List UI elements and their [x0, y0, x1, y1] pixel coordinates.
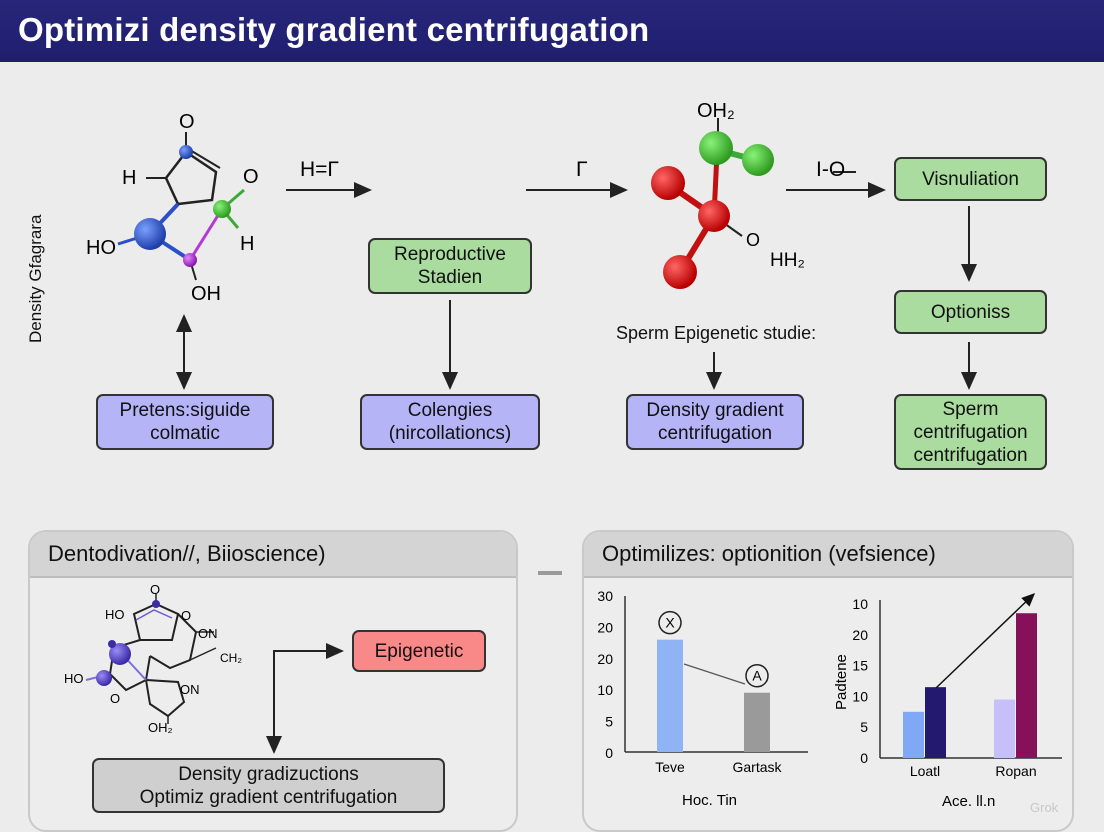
arrow-label-2: Γ [576, 158, 588, 181]
marker-circle [745, 663, 769, 688]
atom-label: O [243, 166, 259, 188]
top-diagram: O H O HO H OH OH₂ O HH₂ H=Γ Γ I-O [86, 100, 977, 390]
molecule-1: O H O HO H OH [86, 111, 259, 305]
y-tick-label: 30 [597, 588, 613, 604]
marker-label: X [665, 615, 675, 631]
left-panel-title: Dentodivation//, Biioscience) [30, 532, 516, 578]
atom-label: OH₂ [697, 100, 735, 122]
x-tick-label: Gartask [732, 759, 782, 775]
arrow-label-1: H=Γ [300, 158, 339, 181]
bar [925, 687, 946, 758]
y-tick-label: 0 [605, 745, 613, 761]
y-tick-label: 10 [852, 596, 868, 612]
pretens-box: Pretens:siguide colmatic [96, 394, 274, 450]
atom-label: HO [64, 671, 84, 686]
bar [1016, 613, 1037, 758]
panel-separator [538, 571, 562, 575]
y-tick-label: 20 [597, 619, 613, 635]
x-tick-label: Ropan [995, 763, 1036, 779]
bar [903, 711, 924, 758]
atom-label: HO [86, 237, 116, 259]
bar [994, 699, 1015, 758]
y-tick-label: 10 [852, 688, 868, 704]
right-panel-title: Optimilizes: optionition (vefsience) [584, 532, 1072, 578]
colengies-box: Colengies (nircollationcs) [360, 394, 540, 450]
x-tick-label: Teve [655, 759, 685, 775]
elbow-arrow [273, 643, 344, 752]
y-tick-label: 10 [597, 682, 613, 698]
atom-label: O [179, 111, 195, 133]
visualization-box: Visnuliation [894, 157, 1047, 201]
y-tick-label: 0 [860, 750, 868, 766]
atom-label: O [746, 230, 760, 250]
density-gradient-box: Density gradient centrifugation [626, 394, 804, 450]
y-tick-label: 20 [852, 627, 868, 643]
atom-label: ON [198, 626, 218, 641]
molecule-2: OH₂ O HH₂ [651, 100, 805, 289]
atom-label: OH [191, 283, 221, 305]
x-tick-label: Loatl [910, 763, 940, 779]
x-axis-label: Ace. ll.n [942, 793, 995, 810]
reproductive-box: Reproductive Stadien [368, 238, 532, 294]
y-tick-label: 5 [860, 719, 868, 735]
small-molecule: O HO O ON CH₂ HO O ON OH₂ [64, 582, 242, 735]
watermark: Grok [1030, 800, 1059, 815]
atom-label: CH₂ [220, 651, 242, 665]
atom-label: O [181, 608, 191, 623]
trend-arrow [935, 592, 1036, 689]
epigenetic-box: Epigenetic [352, 630, 486, 672]
atom-label: ON [180, 682, 200, 697]
bar [744, 692, 770, 752]
connector-line [683, 663, 746, 685]
atom-label: O [110, 691, 120, 706]
atom-label: O [150, 582, 160, 597]
page-title: Optimizi density gradient centrifugation [18, 11, 650, 48]
marker-label: A [752, 668, 762, 684]
y-tick-label: 5 [605, 714, 613, 730]
header-bar: Optimizi density gradient centrifugation [0, 0, 1104, 62]
y-axis-label: Padtene [833, 654, 850, 710]
arrow-label-3: I-O [816, 158, 845, 181]
atom-label: OH₂ [148, 720, 173, 735]
optioniss-box: Optioniss [894, 290, 1047, 334]
atom-label: HO [105, 607, 125, 622]
atom-label: HH₂ [770, 250, 805, 271]
y-tick-label: 15 [852, 658, 868, 674]
sperm-epigenetic-label: Sperm Epigenetic studie: [616, 323, 817, 343]
atom-label: H [240, 233, 254, 255]
chart-1: 30 20 20 10 5 0 Teve X Gartask A Hoc. Tin [597, 588, 808, 809]
density-gradizuctions-box: Density gradizuctions Optimiz gradient c… [92, 758, 445, 813]
sperm-centrifugation-box: Sperm centrifugation centrifugation [894, 394, 1047, 470]
y-tick-label: 20 [597, 651, 613, 667]
bar [657, 639, 683, 752]
marker-circle [658, 610, 682, 635]
atom-label: H [122, 167, 136, 189]
x-axis-label: Hoc. Tin [682, 792, 737, 809]
left-panel-diagram: O HO O ON CH₂ HO O ON OH₂ [64, 582, 344, 754]
